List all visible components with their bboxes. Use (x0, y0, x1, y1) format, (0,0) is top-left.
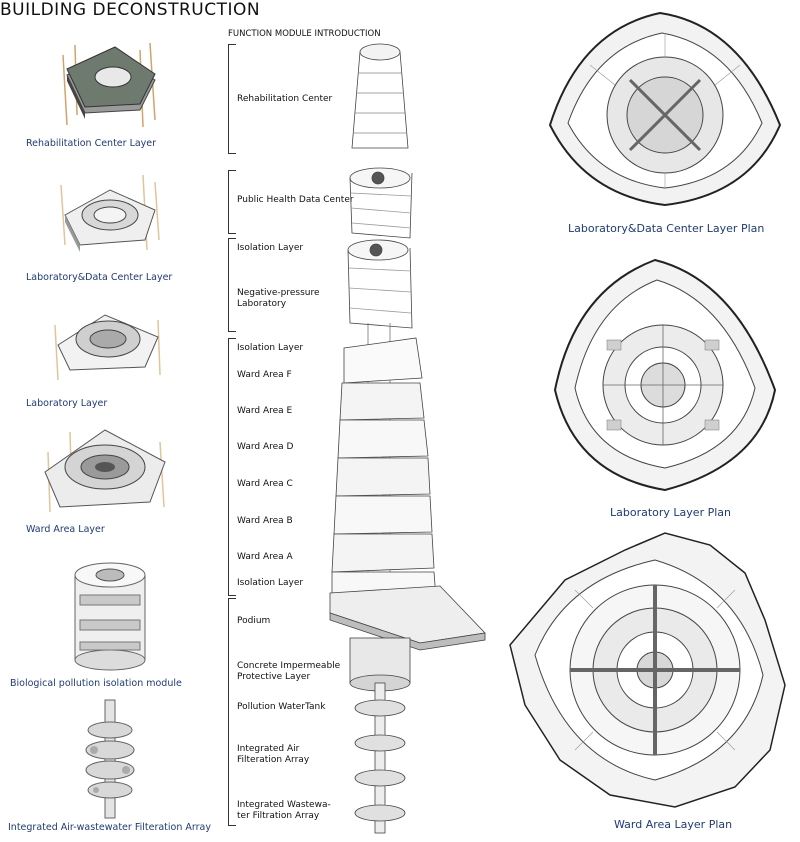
module-label: Ward Area E (237, 406, 293, 416)
function-module-heading: FUNCTION MODULE INTRODUCTION (228, 29, 381, 39)
module-label: Negative-pressure Laboratory (237, 288, 320, 309)
exploded-tower-illustration (329, 43, 486, 834)
module-label: Pollution WaterTank (237, 702, 326, 712)
module-label: Isolation Layer (237, 343, 304, 353)
module-bracket (228, 44, 236, 154)
module-label: Ward Area C (237, 479, 293, 489)
rehabilitation-layer-illustration (62, 42, 156, 128)
isolation-module-illustration (74, 562, 146, 671)
plan-caption-laboratory: Laboratory Layer Plan (610, 506, 731, 519)
plan-caption-ward-area: Ward Area Layer Plan (614, 818, 733, 831)
ward-area-plan-drawing (509, 532, 786, 808)
caption-laboratory-layer: Laboratory Layer (26, 398, 108, 409)
caption-ward-area-layer: Ward Area Layer (26, 524, 105, 535)
module-label: Ward Area F (237, 370, 292, 380)
module-bracket (228, 170, 236, 234)
module-bracket (228, 338, 236, 596)
lab-data-center-layer-illustration (60, 174, 160, 252)
laboratory-layer-illustration (54, 314, 161, 381)
module-label: Ward Area D (237, 442, 294, 452)
lab-data-center-plan-drawing (548, 11, 782, 207)
caption-isolation-module: Biological pollution isolation module (10, 678, 182, 689)
module-label: Integrated Wastewa- ter Filtration Array (237, 800, 331, 821)
caption-lab-data-center-layer: Laboratory&Data Center Layer (26, 272, 173, 283)
module-label: Podium (237, 616, 271, 626)
module-label: Rehabilitation Center (237, 94, 333, 104)
module-label: Public Health Data Center (237, 195, 354, 205)
module-label: Integrated Air Filteration Array (237, 744, 310, 765)
plan-caption-lab-data-center: Laboratory&Data Center Layer Plan (568, 222, 765, 235)
module-bracket (228, 598, 236, 826)
module-label: Ward Area A (237, 552, 293, 562)
laboratory-plan-drawing (553, 258, 777, 492)
module-label: Isolation Layer (237, 243, 304, 253)
caption-rehabilitation-layer: Rehabilitation Center Layer (26, 138, 157, 149)
ward-area-layer-illustration (44, 429, 166, 513)
filteration-array-illustration (85, 699, 135, 819)
caption-filteration-array: Integrated Air-wastewater Filteration Ar… (8, 822, 211, 833)
module-label: Ward Area B (237, 516, 293, 526)
module-bracket (228, 238, 236, 332)
module-label: Concrete Impermeable Protective Layer (237, 661, 341, 682)
module-label: Isolation Layer (237, 578, 304, 588)
page-title: BUILDING DECONSTRUCTION (0, 0, 261, 20)
